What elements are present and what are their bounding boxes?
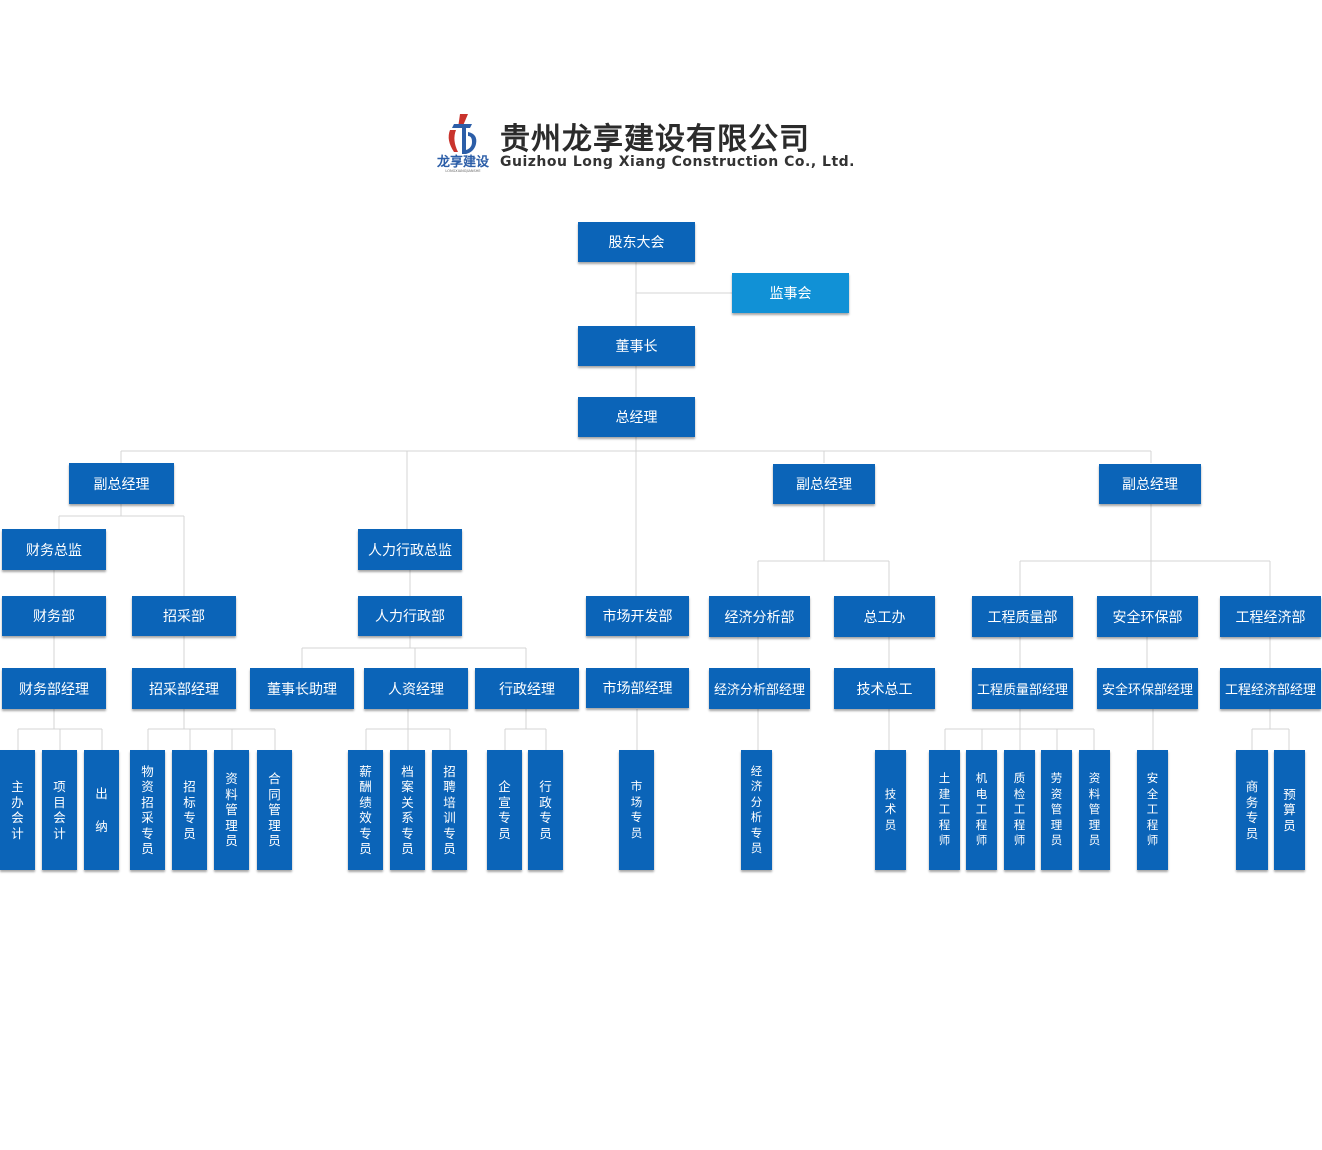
staff-label: 质检工程师 [1013,771,1026,848]
node-finance-manager: 财务部经理 [2,668,106,709]
staff-project-accountant: 项目会计 [42,750,77,870]
staff-material-procurement: 物资招采专员 [130,750,165,870]
staff-labor-manager: 劳资管理员 [1041,750,1072,870]
node-chairman: 董事长 [578,326,695,366]
node-vp-mid: 副总经理 [773,464,875,504]
staff-label: 资料管理员 [225,771,238,849]
node-finance-dept: 财务部 [2,596,106,636]
staff-document-manager: 资料管理员 [214,750,249,870]
staff-label: 出纳 [95,786,108,834]
staff-label: 招聘培训专员 [443,763,456,857]
node-eng-econ-dept: 工程经济部 [1220,596,1321,637]
staff-label: 土建工程师 [938,771,951,848]
node-market-manager: 市场部经理 [586,668,689,708]
node-finance-director: 财务总监 [2,529,106,570]
staff-label: 劳资管理员 [1050,771,1063,848]
staff-mech-elec-engineer: 机电工程师 [966,750,997,870]
staff-compensation: 薪酬绩效专员 [348,750,383,870]
staff-corporate-publicity: 企宣专员 [487,750,522,870]
staff-cashier: 出纳 [84,750,119,870]
staff-admin-specialist: 行政专员 [528,750,563,870]
node-chairman-assistant: 董事长助理 [250,668,354,709]
company-logo: 龙享建设 LONGXIANGJIANSHE 贵州龙享建设有限公司 Guizhou… [432,110,855,176]
staff-label: 项目会计 [53,779,66,841]
staff-label: 主办会计 [11,779,24,841]
staff-label: 合同管理员 [268,771,281,849]
staff-contract-manager: 合同管理员 [257,750,292,870]
company-logo-icon: 龙享建设 LONGXIANGJIANSHE [437,114,490,173]
staff-eng-document-manager: 资料管理员 [1079,750,1110,870]
node-procurement-dept: 招采部 [132,596,236,636]
node-vp-left: 副总经理 [69,463,174,504]
staff-label: 安全工程师 [1146,771,1159,848]
staff-label: 商务专员 [1245,779,1259,841]
logo-mark-text: 龙享建设 [437,154,490,170]
staff-bidding-specialist: 招标专员 [172,750,207,870]
node-safety-dept: 安全环保部 [1097,596,1198,637]
node-chief-engineer-office: 总工办 [834,596,935,637]
staff-label: 企宣专员 [498,779,511,841]
company-name-cn: 贵州龙享建设有限公司 [500,122,810,157]
staff-label: 市场专员 [630,779,643,840]
node-admin-manager: 行政经理 [475,668,579,709]
staff-label: 预算员 [1283,786,1296,833]
staff-label: 薪酬绩效专员 [359,763,372,857]
staff-archive-relations: 档案关系专员 [390,750,425,870]
staff-label: 招标专员 [183,779,196,841]
staff-safety-engineer: 安全工程师 [1137,750,1168,870]
staff-market-specialist: 市场专员 [619,750,654,870]
staff-business-specialist: 商务专员 [1236,750,1268,870]
staff-civil-engineer: 土建工程师 [929,750,960,870]
staff-label: 物资招采专员 [141,763,154,857]
logo-mark-subtext: LONGXIANGJIANSHE [445,169,480,173]
node-hr-manager: 人资经理 [364,668,468,709]
company-name-en: Guizhou Long Xiang Construction Co., Ltd… [500,154,855,170]
node-hr-admin-dept: 人力行政部 [358,596,462,636]
node-chief-engineer: 技术总工 [834,668,935,709]
node-general-manager: 总经理 [578,397,695,437]
staff-qc-engineer: 质检工程师 [1004,750,1035,870]
node-safety-manager: 安全环保部经理 [1097,668,1198,709]
node-econ-analysis-dept: 经济分析部 [709,596,810,637]
staff-label: 技术员 [884,786,897,832]
node-market-dept: 市场开发部 [586,596,689,636]
node-quality-dept: 工程质量部 [972,596,1073,637]
staff-label: 行政专员 [539,779,552,841]
node-eng-econ-manager: 工程经济部经理 [1220,668,1321,709]
staff-recruitment-training: 招聘培训专员 [432,750,467,870]
staff-econ-analysis-specialist: 经济分析专员 [741,750,772,870]
node-shareholders: 股东大会 [578,222,695,262]
node-supervisors: 监事会 [732,273,849,313]
node-econ-analysis-manager: 经济分析部经理 [709,668,810,709]
staff-chief-accountant: 主办会计 [0,750,35,870]
staff-budget-specialist: 预算员 [1274,750,1305,870]
staff-technician: 技术员 [875,750,906,870]
staff-label: 资料管理员 [1088,771,1101,848]
node-hr-admin-director: 人力行政总监 [358,529,462,570]
staff-label: 机电工程师 [975,771,988,848]
node-quality-manager: 工程质量部经理 [972,668,1073,709]
staff-label: 档案关系专员 [401,763,414,857]
staff-label: 经济分析专员 [750,763,763,856]
node-vp-right: 副总经理 [1099,464,1201,504]
node-procurement-manager: 招采部经理 [132,668,236,709]
